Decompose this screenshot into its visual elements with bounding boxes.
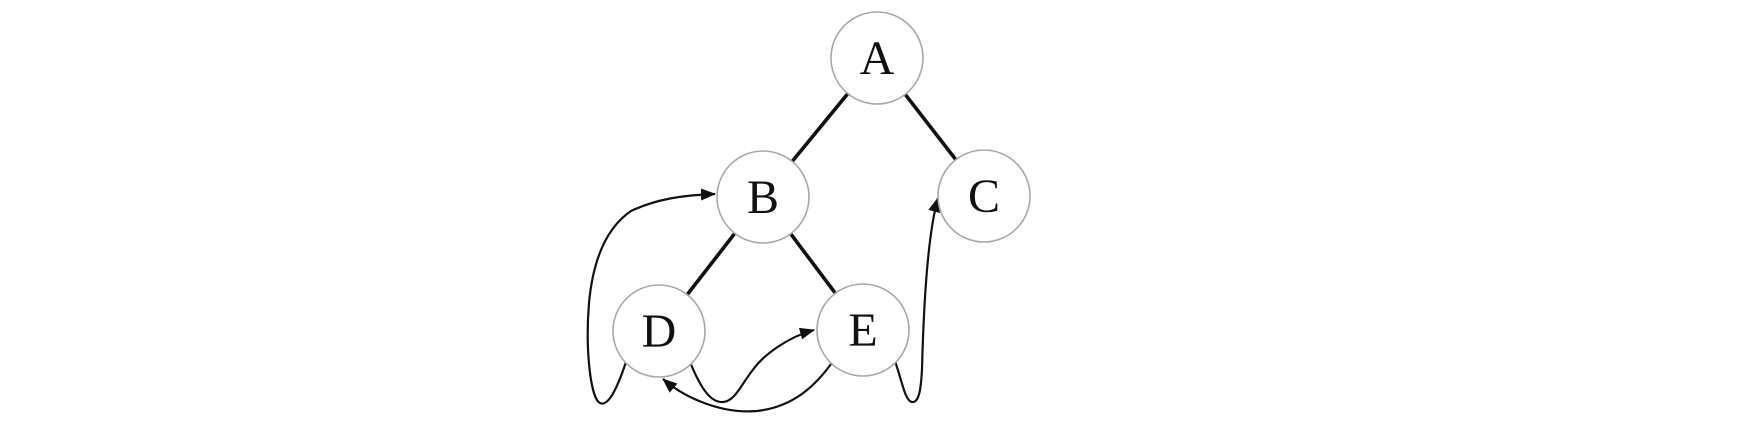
node-E-circle bbox=[816, 283, 910, 377]
node-labels-layer: A B C D E bbox=[642, 32, 1000, 358]
node-B-label: B bbox=[747, 171, 779, 224]
directed-edge-D-B bbox=[586, 188, 716, 405]
node-C-circle bbox=[937, 149, 1031, 243]
node-A-circle bbox=[830, 11, 924, 105]
directed-edge-E-C bbox=[893, 197, 940, 404]
node-B-circle bbox=[716, 150, 810, 244]
nodes-layer bbox=[612, 11, 1031, 378]
node-A-label: A bbox=[860, 32, 895, 85]
node-D-circle bbox=[612, 284, 706, 378]
directed-edge-E-D bbox=[662, 363, 832, 413]
node-E-label: E bbox=[848, 304, 877, 357]
node-D-label: D bbox=[642, 305, 677, 358]
curved-edges-layer bbox=[586, 188, 940, 413]
node-C-label: C bbox=[968, 170, 1000, 223]
directed-edge-D-E bbox=[688, 327, 815, 404]
